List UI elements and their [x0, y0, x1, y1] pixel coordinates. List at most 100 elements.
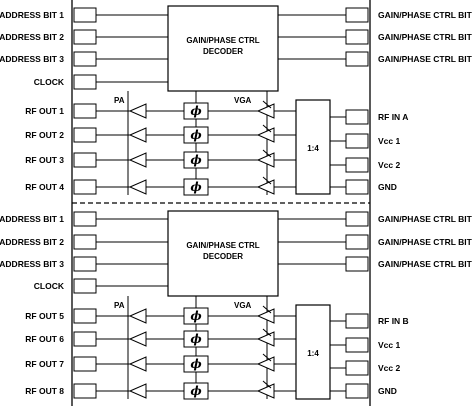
pa-amplifier-icon	[128, 127, 147, 143]
left-pin-label: ADDRESS BIT 3	[0, 54, 64, 64]
phase-symbol: ϕ	[190, 104, 202, 118]
left-pin	[73, 51, 97, 67]
pa-label: PA	[114, 301, 125, 310]
right-pin-label: GAIN/PHASE CTRL BIT 2	[378, 32, 474, 42]
right-pin	[345, 360, 369, 376]
right-pin	[345, 383, 369, 399]
right-pin	[345, 133, 369, 149]
right-pin	[345, 256, 369, 272]
right-pin-label: Vcc 1	[378, 340, 400, 350]
right-pin-label: GAIN/PHASE CTRL BIT 1	[378, 214, 474, 224]
phase-symbol: ϕ	[190, 128, 202, 142]
left-pin	[73, 211, 97, 227]
pa-amplifier-icon	[128, 383, 147, 399]
right-pin-label: Vcc 2	[378, 363, 400, 373]
decoder-label-line2: DECODER	[203, 47, 243, 56]
left-pin-label: ADDRESS BIT 2	[0, 32, 64, 42]
vga-control-arrow	[262, 149, 272, 158]
vga-control-arrow	[262, 353, 272, 362]
left-pin-label: ADDRESS BIT 2	[0, 237, 64, 247]
pa-amplifier-icon	[128, 103, 147, 119]
right-pin	[345, 7, 369, 23]
left-pin-label: ADDRESS BIT 3	[0, 259, 64, 269]
phase-shifter-block	[183, 126, 209, 144]
left-pin-label: RF OUT 8	[25, 386, 64, 396]
phase-symbol: ϕ	[190, 332, 202, 346]
phase-shifter-block	[183, 151, 209, 169]
vga-control-arrow	[262, 305, 272, 314]
left-pin-label: CLOCK	[34, 281, 65, 291]
pa-label: PA	[114, 96, 125, 105]
right-pin	[345, 51, 369, 67]
right-pin	[345, 157, 369, 173]
left-pin	[73, 356, 97, 372]
phase-symbol: ϕ	[190, 180, 202, 194]
left-pin-label: RF OUT 2	[25, 130, 64, 140]
left-pin	[73, 127, 97, 143]
left-pin-label: RF OUT 4	[25, 182, 64, 192]
right-pin	[345, 337, 369, 353]
vga-control-arrow	[262, 380, 272, 389]
left-pin	[73, 7, 97, 23]
left-pin	[73, 234, 97, 250]
right-pin-label: RF IN B	[378, 316, 409, 326]
left-pin	[73, 256, 97, 272]
left-pin-label: RF OUT 6	[25, 334, 64, 344]
vga-label: VGA	[234, 301, 252, 310]
splitter-label: 1:4	[307, 349, 319, 358]
left-pin	[73, 278, 97, 294]
phase-shifter-block	[183, 382, 209, 400]
phase-symbol: ϕ	[190, 384, 202, 398]
vga-label: VGA	[234, 96, 252, 105]
right-pin	[345, 211, 369, 227]
phase-shifter-block	[183, 178, 209, 196]
phase-symbol: ϕ	[190, 357, 202, 371]
vga-control-arrow	[262, 176, 272, 185]
left-pin	[73, 179, 97, 195]
vga-control-arrow	[262, 328, 272, 337]
left-pin	[73, 74, 97, 90]
pa-amplifier-icon	[128, 356, 147, 372]
phase-symbol: ϕ	[190, 309, 202, 323]
decoder-block	[167, 210, 279, 297]
right-pin-label: Vcc 2	[378, 160, 400, 170]
left-pin-label: RF OUT 7	[25, 359, 64, 369]
splitter-block	[295, 99, 331, 195]
right-pin	[345, 313, 369, 329]
phase-shifter-block	[183, 102, 209, 120]
left-pin-label: CLOCK	[34, 77, 65, 87]
vga-control-arrow	[262, 100, 272, 109]
left-pin-label: RF OUT 3	[25, 155, 64, 165]
right-pin-label: GND	[378, 386, 397, 396]
left-pin	[73, 383, 97, 399]
right-pin-label: GAIN/PHASE CTRL BIT 3	[378, 259, 474, 269]
pa-amplifier-icon	[128, 179, 147, 195]
right-pin-label: RF IN A	[378, 112, 408, 122]
pa-amplifier-icon	[128, 308, 147, 324]
left-pin-label: ADDRESS BIT 1	[0, 10, 64, 20]
decoder-label-line1: GAIN/PHASE CTRL	[186, 241, 259, 250]
pa-amplifier-icon	[128, 331, 147, 347]
left-pin	[73, 103, 97, 119]
left-pin-label: RF OUT 1	[25, 106, 64, 116]
phase-shifter-block	[183, 355, 209, 373]
decoder-label-line2: DECODER	[203, 252, 243, 261]
right-pin-label: Vcc 1	[378, 136, 400, 146]
right-pin	[345, 179, 369, 195]
vga-control-arrow	[262, 124, 272, 133]
phase-symbol: ϕ	[190, 153, 202, 167]
left-pin-label: ADDRESS BIT 1	[0, 214, 64, 224]
splitter-label: 1:4	[307, 144, 319, 153]
pa-amplifier-icon	[128, 152, 147, 168]
left-pin	[73, 29, 97, 45]
right-pin-label: GND	[378, 182, 397, 192]
decoder-block	[167, 5, 279, 92]
right-pin-label: GAIN/PHASE CTRL BIT 1	[378, 10, 474, 20]
splitter-block	[295, 304, 331, 400]
right-pin-label: GAIN/PHASE CTRL BIT 3	[378, 54, 474, 64]
phase-shifter-block	[183, 307, 209, 325]
phase-shifter-block	[183, 330, 209, 348]
left-pin-label: RF OUT 5	[25, 311, 64, 321]
right-pin	[345, 109, 369, 125]
right-pin	[345, 29, 369, 45]
